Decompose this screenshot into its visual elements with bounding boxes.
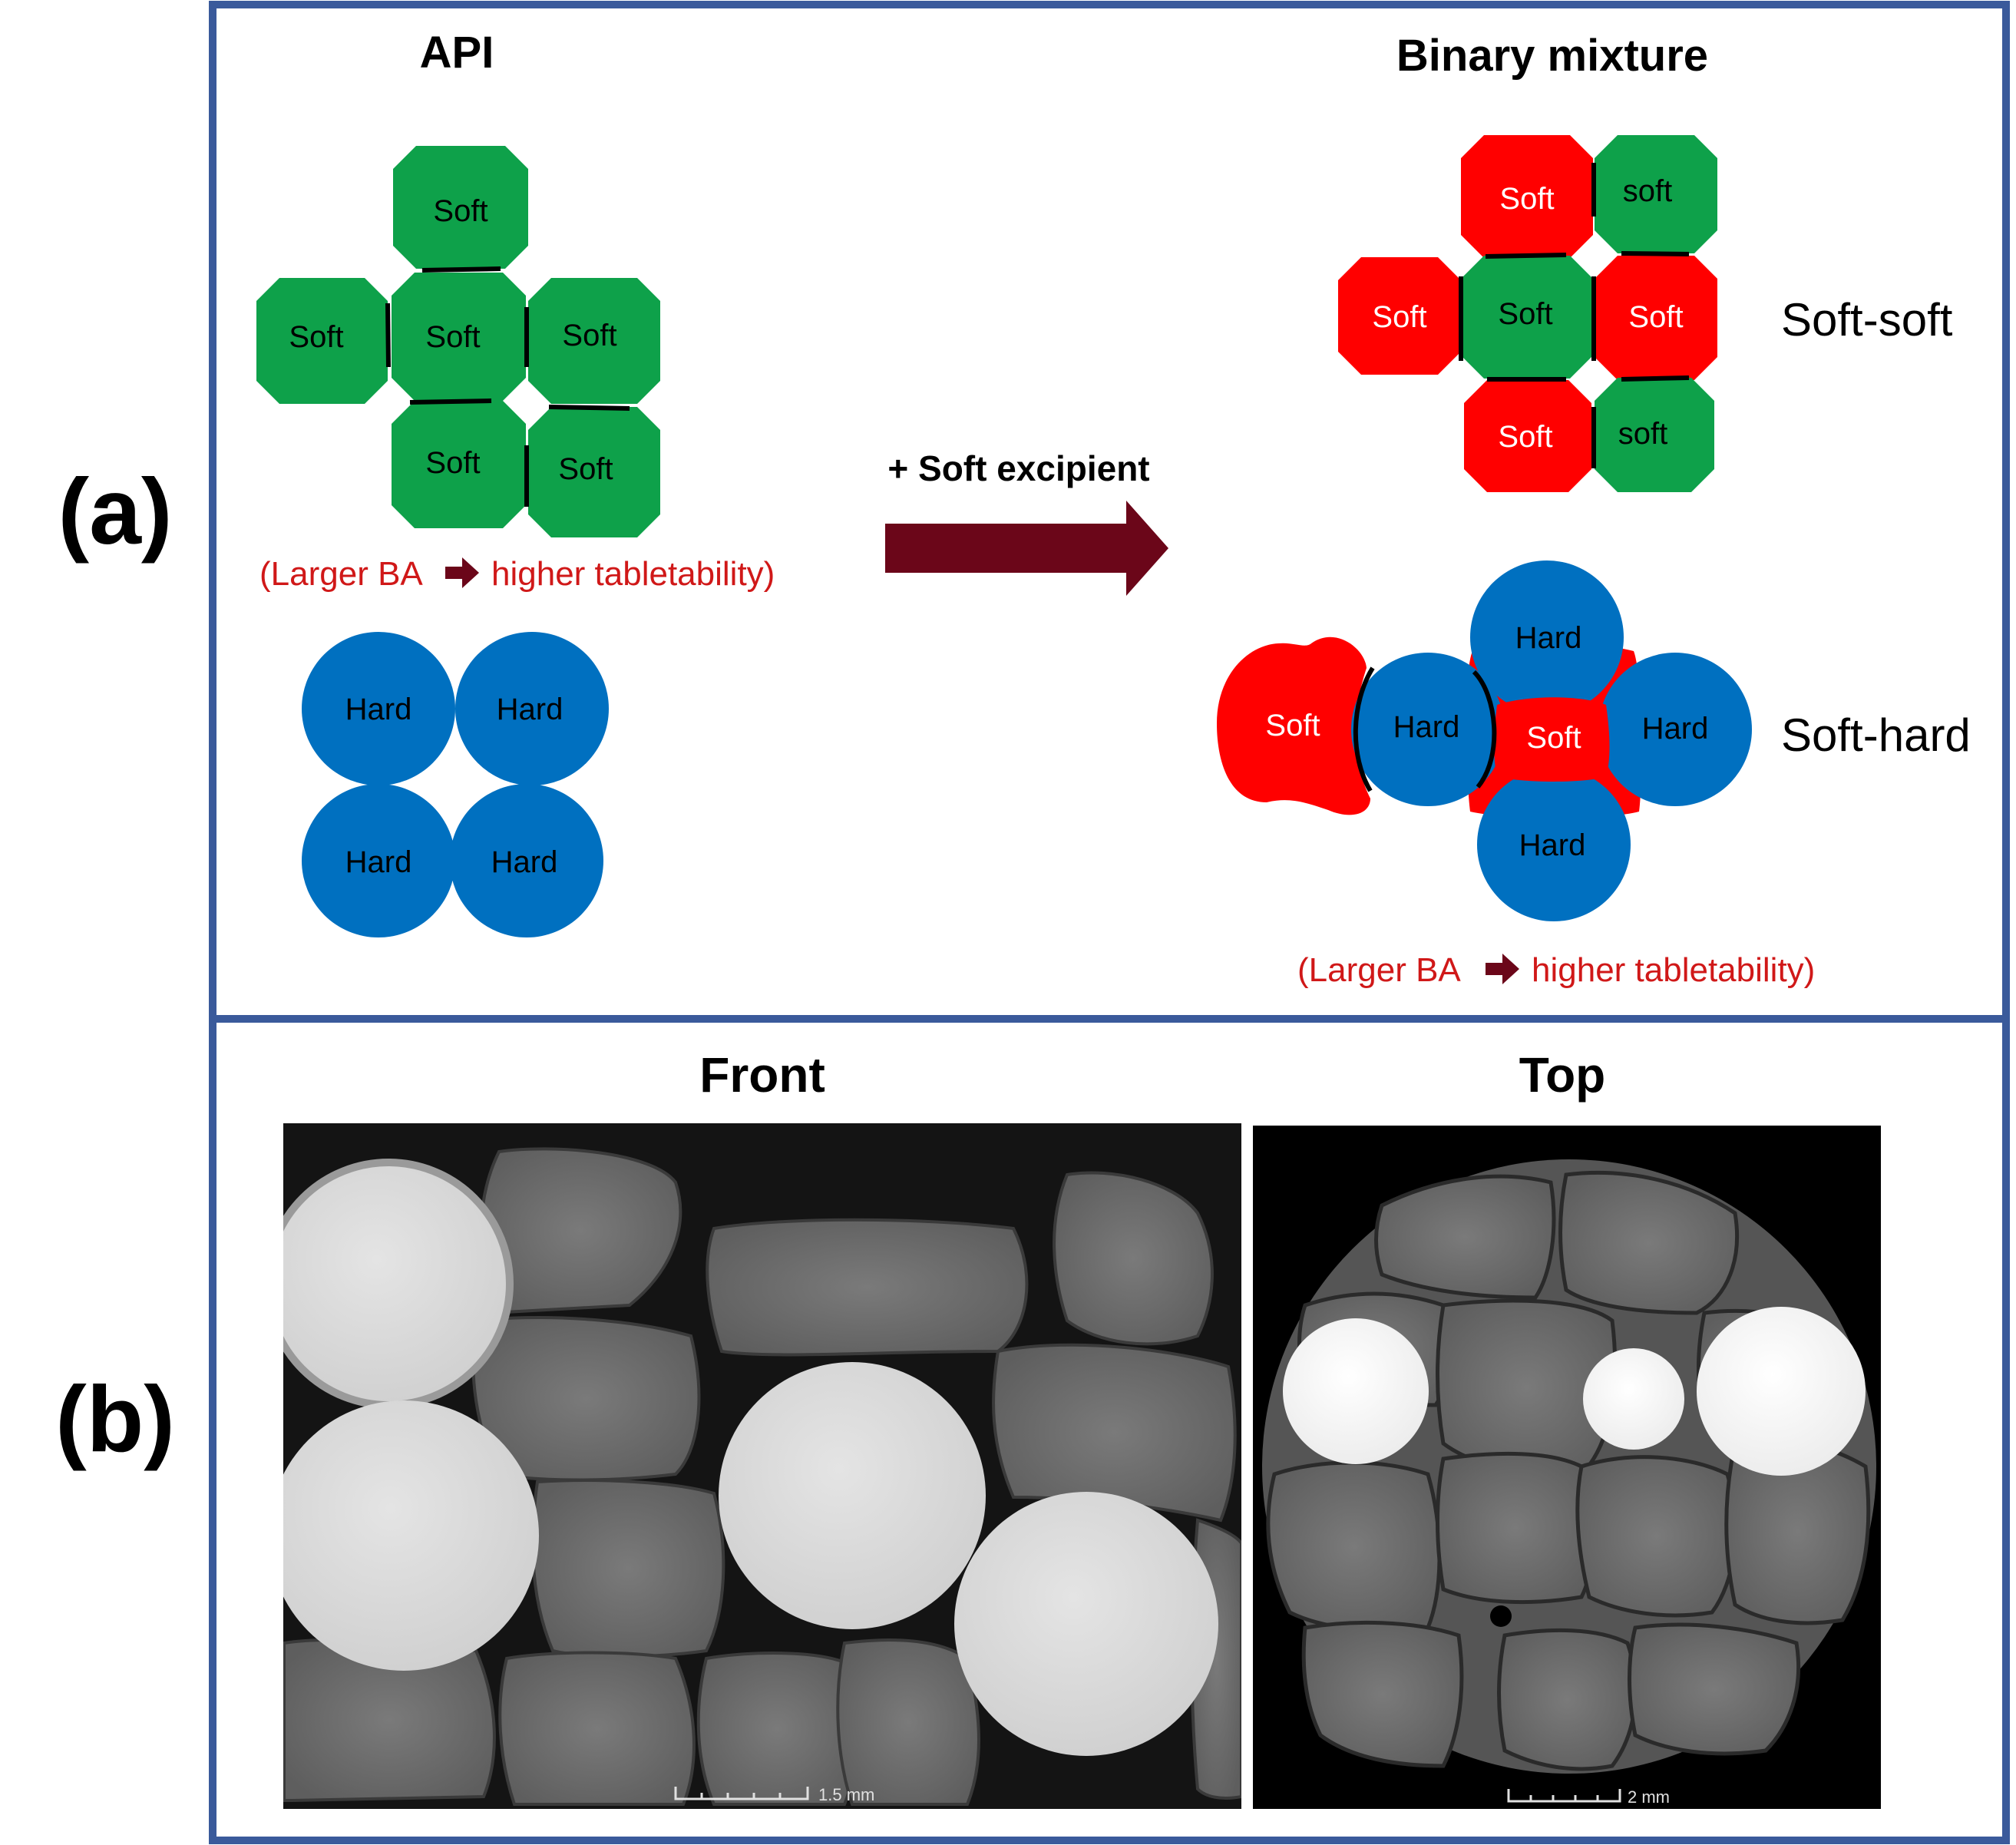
soft-api-particle bbox=[1461, 256, 1593, 379]
particle-label: Soft bbox=[433, 194, 487, 228]
ct-bright-particle bbox=[1283, 1318, 1429, 1464]
hard-particle bbox=[1477, 768, 1631, 921]
particle-label: Hard bbox=[345, 845, 412, 879]
particle-label: Soft bbox=[425, 446, 480, 480]
hard-api-labels: Hard Hard Hard Hard bbox=[345, 693, 563, 879]
api-title: API bbox=[420, 28, 494, 78]
caption-right-part1: (Larger BA bbox=[1297, 951, 1461, 989]
ct-bright-particle bbox=[1697, 1307, 1866, 1476]
soft-api-particle bbox=[1595, 378, 1714, 492]
panel-a-label: (a) bbox=[58, 459, 172, 564]
front-ct-image bbox=[283, 1123, 1241, 1809]
soft-api-bond-lines bbox=[385, 266, 630, 507]
particle-label: Hard bbox=[491, 845, 558, 879]
top-ct-image bbox=[1253, 1126, 1881, 1809]
hard-particle bbox=[302, 632, 455, 785]
hard-particle bbox=[455, 632, 609, 785]
particle-label: Soft bbox=[1498, 420, 1552, 454]
soft-hard-label: Soft-hard bbox=[1781, 709, 1971, 761]
front-scale-bar bbox=[674, 1787, 809, 1800]
panel-frames bbox=[209, 1, 2010, 1844]
top-title: Top bbox=[1519, 1047, 1606, 1103]
hard-particle bbox=[302, 784, 455, 937]
soft-api-particle bbox=[1595, 135, 1717, 253]
soft-api-labels: Soft Soft Soft Soft Soft Soft bbox=[289, 194, 616, 486]
caption-left: (Larger BA higher tabletability) bbox=[259, 555, 775, 593]
caption-left-part2: higher tabletability) bbox=[491, 555, 775, 593]
caption-left-part1: (Larger BA bbox=[259, 555, 423, 593]
ct-bright-particle bbox=[954, 1492, 1218, 1756]
soft-api-cluster bbox=[256, 146, 660, 537]
arrow-label: + Soft excipient bbox=[887, 448, 1149, 488]
soft-particle bbox=[528, 278, 660, 404]
particle-label: Soft bbox=[1526, 721, 1581, 755]
binary-mixture-title: Binary mixture bbox=[1396, 31, 1708, 81]
particle-label: Hard bbox=[1519, 828, 1586, 862]
small-arrow-icon bbox=[445, 557, 479, 588]
particle-label: Soft bbox=[289, 320, 343, 354]
ct-bright-particle bbox=[283, 1159, 514, 1409]
soft-particle bbox=[528, 407, 660, 537]
soft-soft-labels: Soft soft Soft Soft Soft Soft soft bbox=[1372, 174, 1683, 454]
particle-label: Hard bbox=[1642, 712, 1709, 746]
top-scale-label: 2 mm bbox=[1628, 1787, 1670, 1807]
soft-excipient-particle bbox=[1338, 257, 1461, 375]
hard-api-cluster bbox=[302, 632, 609, 937]
particle-label: Soft bbox=[425, 320, 480, 354]
soft-soft-bond-lines bbox=[1459, 163, 1690, 468]
particle-label: Hard bbox=[497, 693, 563, 726]
soft-excipient-particle bbox=[1494, 697, 1610, 782]
particle-label: Soft bbox=[1628, 300, 1683, 334]
front-scale-label: 1.5 mm bbox=[818, 1785, 874, 1804]
front-title: Front bbox=[699, 1047, 825, 1103]
soft-soft-cluster bbox=[1338, 135, 1717, 492]
soft-soft-label: Soft-soft bbox=[1781, 294, 1953, 346]
soft-excipient-particle bbox=[1461, 135, 1593, 258]
particle-label: Hard bbox=[1393, 710, 1460, 744]
ct-bright-particle bbox=[719, 1362, 986, 1629]
particle-label: Soft bbox=[1372, 300, 1426, 334]
soft-excipient-particle bbox=[1217, 636, 1370, 815]
soft-particle bbox=[256, 278, 388, 404]
caption-right: (Larger BA higher tabletability) bbox=[1297, 951, 1815, 989]
particle-label: soft bbox=[1618, 417, 1667, 451]
hard-particle bbox=[1351, 653, 1505, 806]
hard-particle bbox=[1598, 653, 1752, 806]
soft-hard-labels: Soft Hard Hard Soft Hard Hard bbox=[1265, 621, 1708, 862]
panel-b-label: (b) bbox=[55, 1367, 175, 1471]
caption-right-part2: higher tabletability) bbox=[1532, 951, 1815, 989]
process-arrow-icon bbox=[885, 501, 1168, 596]
soft-excipient-particle bbox=[1464, 380, 1591, 492]
particle-label: Soft bbox=[1498, 297, 1552, 331]
soft-hard-cluster bbox=[1217, 560, 1752, 921]
soft-particle bbox=[392, 401, 526, 528]
small-arrow-icon bbox=[1486, 954, 1519, 984]
particle-label: Soft bbox=[562, 319, 616, 352]
ct-bright-particle bbox=[1583, 1348, 1684, 1450]
top-scale-bar bbox=[1507, 1789, 1621, 1803]
soft-particle bbox=[392, 273, 526, 401]
particle-label: soft bbox=[1623, 174, 1672, 208]
hard-particle bbox=[450, 784, 603, 937]
hard-particle bbox=[1470, 560, 1624, 714]
particle-label: Soft bbox=[1265, 709, 1320, 742]
particle-label: Hard bbox=[1515, 621, 1582, 655]
particle-label: Soft bbox=[558, 452, 613, 486]
soft-hard-bond-lines bbox=[1353, 666, 1497, 792]
ct-bright-particle bbox=[283, 1400, 539, 1671]
soft-particle bbox=[393, 146, 528, 269]
particle-label: Hard bbox=[345, 693, 412, 726]
particle-label: Soft bbox=[1499, 182, 1554, 216]
soft-excipient-particle bbox=[1595, 256, 1717, 380]
